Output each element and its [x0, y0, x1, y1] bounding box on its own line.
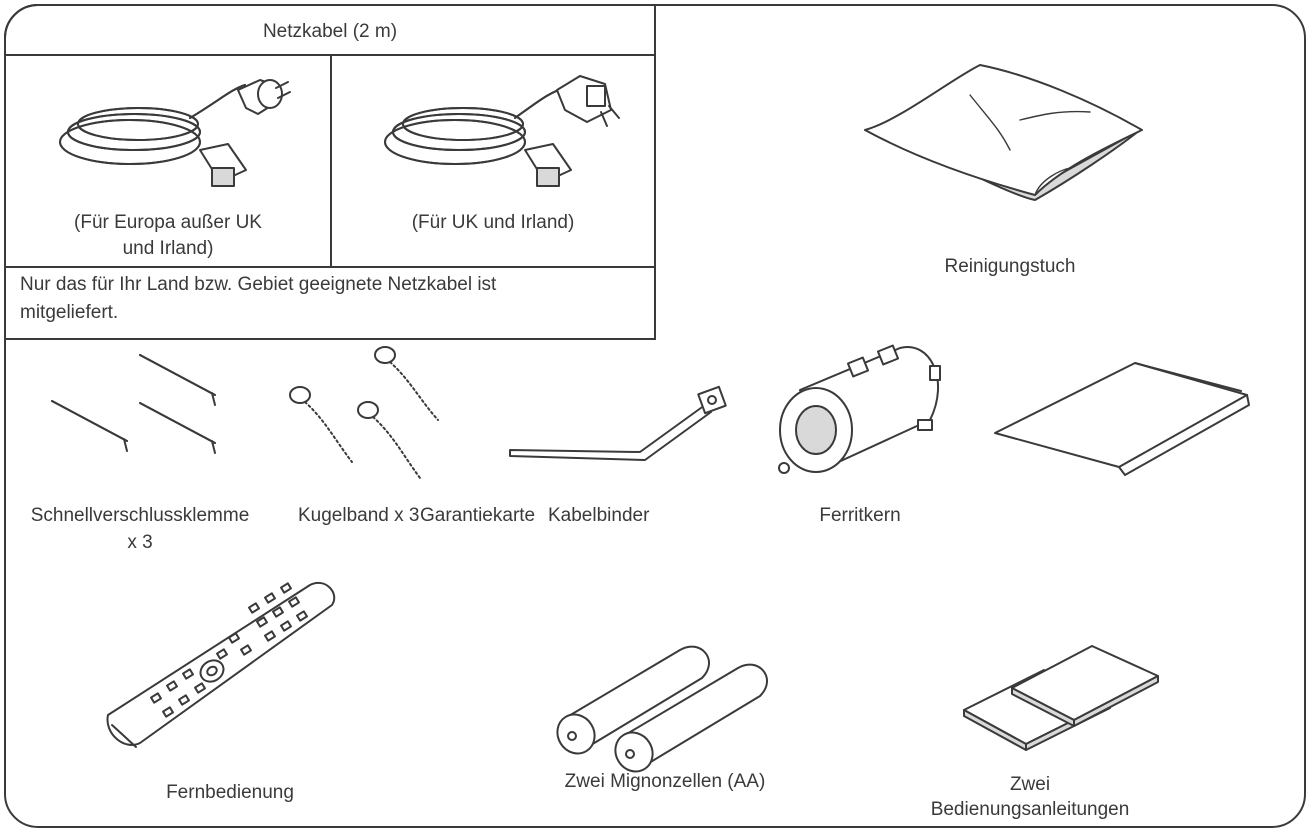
- power-cable-title: Netzkabel (2 m): [262, 21, 398, 42]
- cable-coil: [384, 87, 566, 165]
- power-cable-uk-cell: [330, 54, 656, 268]
- remote-buttons: [150, 582, 308, 718]
- quick-clamp-illustration: [51, 354, 216, 454]
- cable-tie-illustration: [509, 385, 727, 461]
- cleaning-cloth-illustration: [864, 64, 1143, 201]
- schuko-plug: [237, 79, 291, 115]
- battery-1: [556, 645, 710, 755]
- iec-connector: [524, 143, 572, 187]
- manual-2: [1011, 645, 1159, 727]
- clamp-1: [139, 354, 216, 406]
- remote-control-label: Fernbedienung: [166, 782, 294, 803]
- europe-cable-label-line1: (Für Europa außer UK: [74, 212, 262, 233]
- clamp-2: [51, 400, 128, 452]
- warranty-card-illustration: [994, 362, 1250, 476]
- power-cable-note-line1: Nur das für Ihr Land bzw. Gebiet geeigne…: [20, 274, 497, 295]
- uk-plug: [556, 75, 620, 127]
- europe-cable-label-line2: und Irland): [122, 238, 214, 259]
- cable-coil: [59, 84, 246, 165]
- uk-power-cable-illustration: [384, 75, 620, 187]
- remote-control-illustration: [106, 582, 336, 748]
- bead-band-1: [374, 346, 439, 421]
- power-cable-note-line2: mitgeliefert.: [20, 302, 119, 323]
- quick-clamp-label-line1: Schnellverschlussklemme: [30, 505, 250, 526]
- warranty-card-label: Garantiekarte: [420, 505, 536, 526]
- bead-band-illustration: [289, 346, 439, 479]
- cleaning-cloth-label: Reinigungstuch: [944, 256, 1076, 277]
- bead-band-label: Kugelband x 3: [298, 505, 420, 526]
- uk-cable-label: (Für UK und Irland): [411, 212, 575, 233]
- quick-clamp-label-line2: x 3: [127, 532, 153, 553]
- aa-batteries-label: Zwei Mignonzellen (AA): [564, 771, 766, 792]
- manuals-label-line2: Bedienungsanleitungen: [930, 799, 1130, 820]
- ferrite-core-illustration: [778, 344, 941, 474]
- aa-batteries-illustration: [556, 645, 768, 773]
- clamp-3: [139, 402, 216, 454]
- manuals-label-line1: Zwei: [1009, 774, 1051, 795]
- cable-tie-label: Kabelbinder: [548, 505, 650, 526]
- bead-band-3: [357, 401, 421, 479]
- iec-connector: [199, 143, 247, 187]
- europe-power-cable-illustration: [59, 79, 291, 187]
- ferrite-core-label: Ferritkern: [819, 505, 901, 526]
- manuals-illustration: [963, 645, 1159, 751]
- battery-2: [614, 663, 768, 773]
- bead-band-2: [289, 386, 353, 463]
